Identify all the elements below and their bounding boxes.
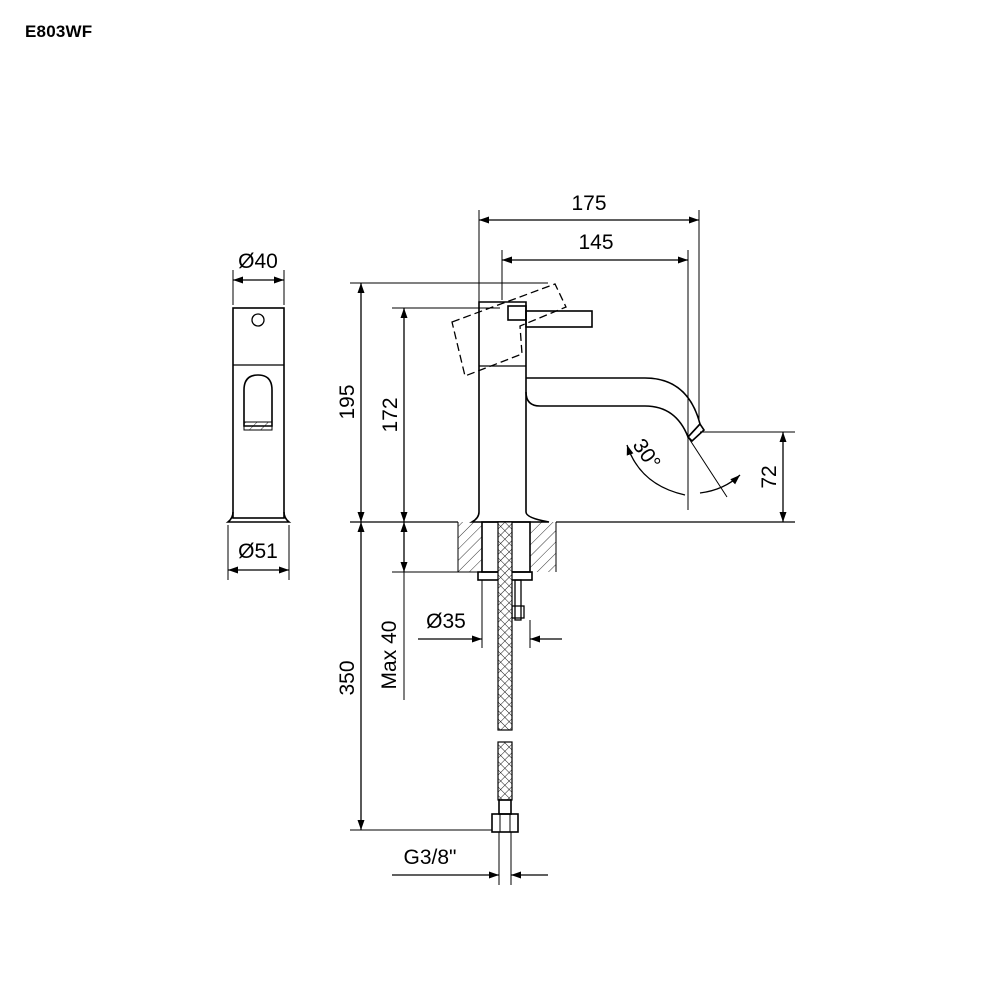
- front-body: [232, 307, 285, 519]
- label-outlet-height: 72: [758, 465, 781, 488]
- side-view: 175 145 195 172 72: [336, 192, 795, 885]
- label-connection-thread: G3/8": [404, 846, 457, 869]
- hose-ferrule: [498, 799, 512, 815]
- threaded-rod: [514, 579, 522, 621]
- front-view: Ø40 Ø51: [225, 250, 292, 580]
- handle-pin-circle: [251, 313, 265, 327]
- aerator-slot: [243, 374, 273, 427]
- label-hose-length: 350: [336, 660, 359, 695]
- spout-outlet: [686, 422, 706, 443]
- handle-hub: [507, 305, 527, 321]
- label-max-deck-thickness: Max 40: [378, 621, 401, 690]
- model-code: E803WF: [25, 22, 93, 41]
- countertop-section-right: [530, 522, 556, 572]
- label-body-height: 172: [379, 397, 402, 432]
- angle-arc-right: [699, 474, 741, 494]
- braided-hose-upper: [497, 521, 513, 731]
- label-spout-reach: 145: [578, 231, 613, 254]
- aerator-mesh: [243, 421, 273, 431]
- braided-hose-lower: [497, 741, 513, 801]
- rod-nut: [511, 605, 525, 619]
- handle-alternate-position: [451, 283, 567, 377]
- label-overall-reach: 175: [571, 192, 606, 215]
- angle-arc-left: [626, 444, 686, 496]
- label-base-diameter: Ø51: [238, 540, 278, 563]
- label-hole-diameter: Ø35: [426, 610, 466, 633]
- label-top-diameter: Ø40: [238, 250, 278, 273]
- countertop-section-left: [458, 522, 482, 572]
- spout: [525, 377, 701, 439]
- hose-connector-nut: [491, 813, 519, 833]
- tap-body: [468, 301, 550, 523]
- label-spout-angle: 30°: [628, 435, 665, 474]
- label-overall-height: 195: [336, 384, 359, 419]
- handle-lever: [525, 310, 593, 328]
- front-base-flare: [225, 511, 292, 523]
